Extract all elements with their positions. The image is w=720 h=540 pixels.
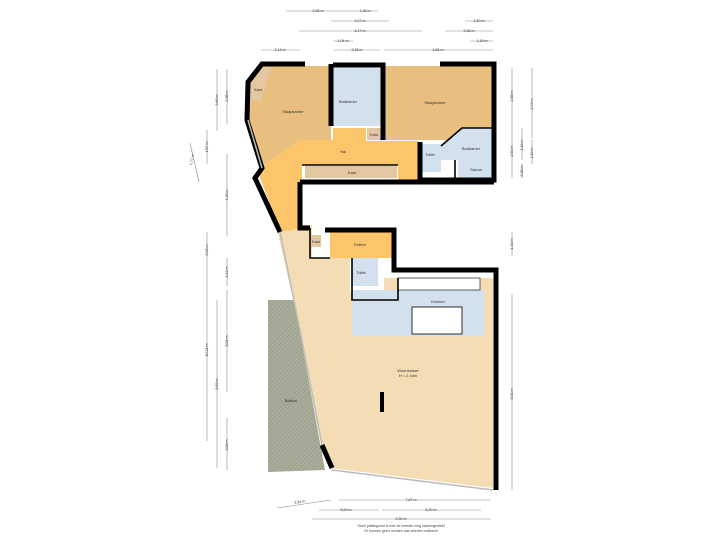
dim-label: 8,63 m — [215, 379, 219, 390]
dim-label: 2,45 m — [352, 48, 363, 52]
dim-label: 2,94 m — [294, 499, 305, 504]
dim-label: 1,63 m — [520, 140, 524, 151]
dim-label: 1,04 m — [338, 39, 349, 43]
dim-label: 3,46 m — [313, 9, 324, 13]
dim-label: 1,42 m — [225, 267, 229, 278]
dim-label: 6,47 m — [355, 29, 366, 33]
kitchen-counter — [397, 277, 481, 291]
dim-label: 1,33 m — [510, 239, 514, 250]
dim-label: 0,33 m — [205, 245, 209, 256]
dim-label: 3,07 m — [355, 19, 366, 23]
label-entree: Entree — [354, 242, 367, 247]
dim-label: 0,38 m — [520, 166, 524, 177]
dimension-lines — [189, 10, 533, 520]
dim-label: 2,89 m — [225, 440, 229, 451]
label-kast: Kast — [348, 170, 357, 175]
room-bedroom2 — [385, 66, 492, 140]
dim-label: 3,65 m — [433, 48, 444, 52]
label-kast: Kast — [312, 239, 321, 244]
woonkamer-stove — [380, 392, 384, 412]
dim-label: 10,21 m — [205, 344, 209, 357]
dim-label: 4,29 m — [225, 190, 229, 201]
dim-label: 2,86 m — [510, 91, 514, 102]
room-entree — [330, 232, 392, 258]
dim-label: 3,72 m — [530, 99, 534, 110]
label-slaapkamer: Slaapkamer — [424, 100, 446, 105]
dim-label: 2,14 m — [275, 48, 286, 52]
dim-label: 9,32 m — [396, 517, 407, 521]
kitchen-island — [411, 306, 463, 335]
label-badkamer: Badkamer — [339, 99, 358, 104]
footnote-line-2: Er kunnen geen rechten aan worden ontlee… — [365, 529, 438, 533]
label-kast: Kast — [370, 132, 379, 137]
room-balkon — [268, 300, 325, 472]
label-keuken: Keuken — [431, 299, 445, 304]
room-kast-hal — [305, 166, 397, 178]
walls — [244, 61, 499, 491]
dim-label: 1,50 m — [474, 19, 485, 23]
room-kast-entree — [311, 235, 321, 247]
room-sauna — [458, 160, 492, 178]
footnote-line-1: Deze plattegrond is met de meeste zorg s… — [357, 524, 444, 528]
dim-label: 1,18 m — [477, 39, 488, 43]
label-hal: Hal — [340, 149, 346, 154]
dimension-labels: 3,46 m 1,38 m 3,07 m 1,50 m 6,47 m 2,56 … — [189, 9, 534, 521]
dim-label: 1,57 m — [205, 142, 209, 153]
dim-label: 2,63 m — [510, 146, 514, 157]
room-toilet1 — [420, 144, 441, 172]
room-bedroom1 — [249, 66, 331, 165]
label-balkon: Balkon — [285, 398, 297, 403]
label-badkamer: Badkamer — [462, 146, 481, 151]
room-bath1 — [333, 68, 381, 126]
dim-label: 2,98 m — [225, 91, 229, 102]
label-sauna: Sauna — [470, 167, 482, 172]
label-toilet: Toilet — [425, 152, 435, 157]
dim-label: 1,38 m — [360, 9, 371, 13]
dim-label: 1,77 m — [189, 154, 195, 166]
label-woonkamer-height: H = 2,44m — [399, 373, 418, 378]
label-toilet: Toilet — [356, 270, 366, 275]
dim-label: 5,20 m — [341, 508, 352, 512]
dim-label: 7,87 m — [406, 498, 417, 502]
label-woonkamer: Woonkamer — [397, 368, 419, 373]
room-toilet2 — [352, 258, 378, 286]
dim-label: 3,60 m — [215, 95, 219, 106]
dim-label: 1,10 m — [530, 148, 534, 159]
dim-label: 9,01 m — [510, 389, 514, 400]
dim-label: 5,20 m — [426, 508, 437, 512]
label-slaapkamer: Slaapkamer — [282, 109, 304, 114]
dim-label: 5,01 m — [225, 336, 229, 347]
room-kast-bath — [367, 128, 381, 140]
label-kast: Kast — [254, 87, 263, 92]
dim-label: 2,56 m — [464, 29, 475, 33]
